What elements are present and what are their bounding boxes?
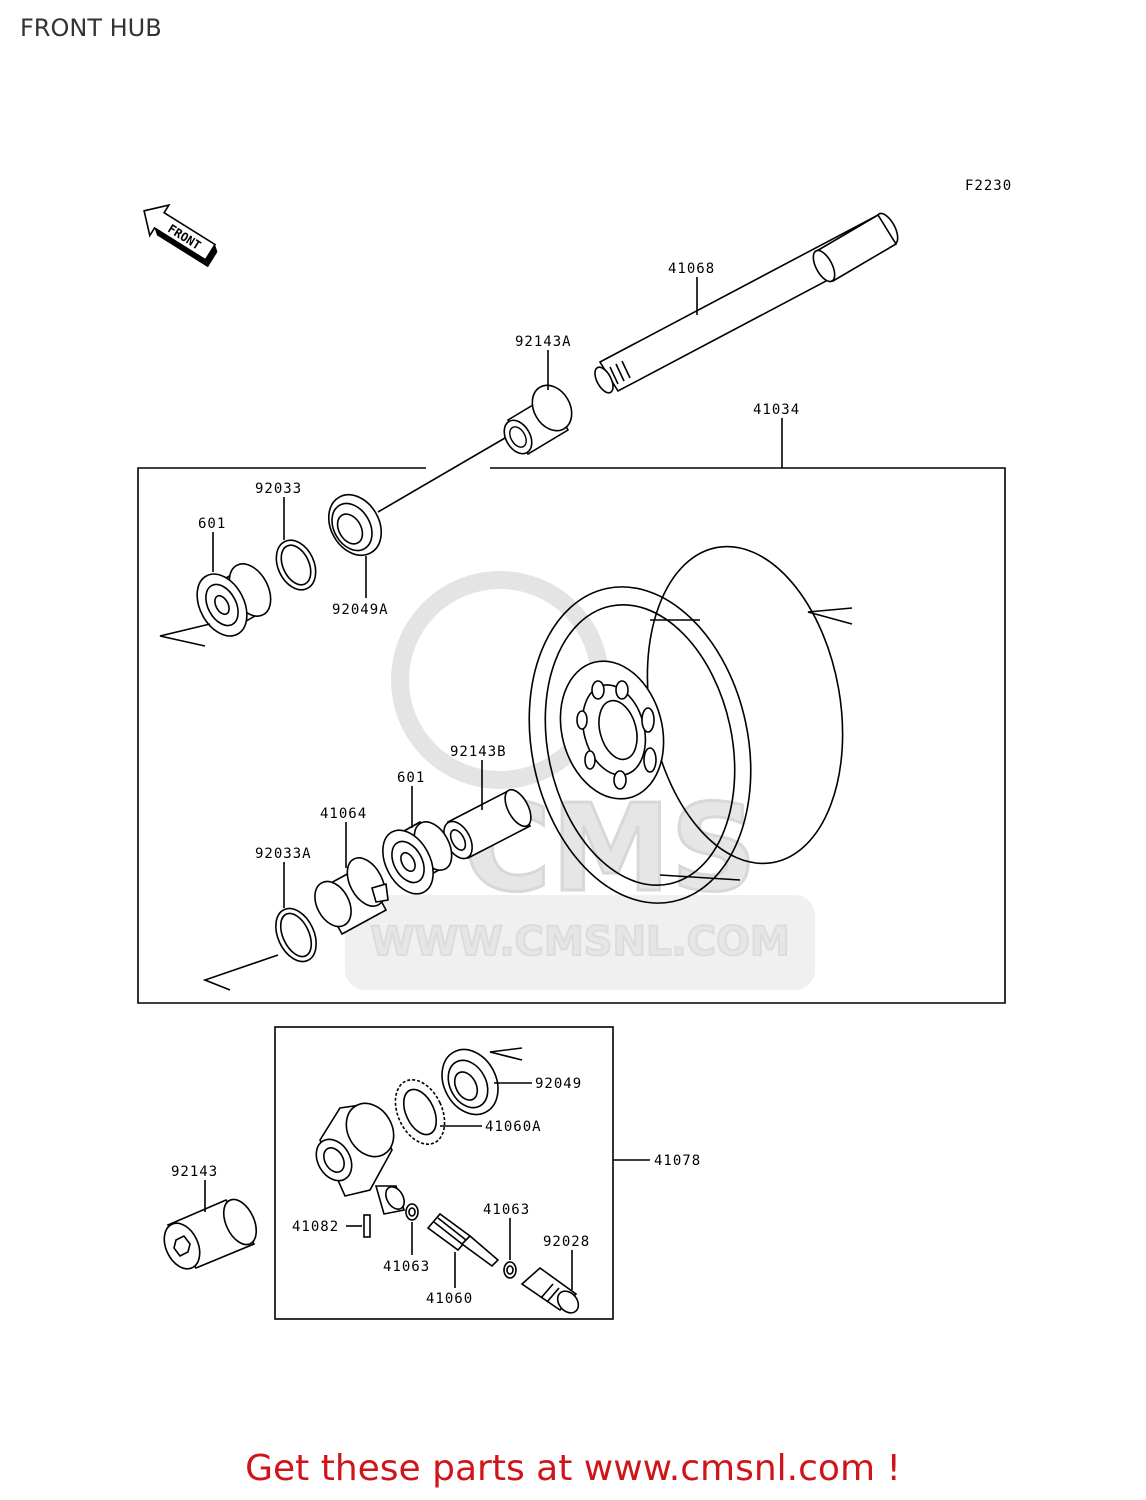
label-41034: 41034	[753, 402, 800, 418]
part-92049-oil-seal	[441, 1048, 499, 1116]
part-92143-collar	[163, 1198, 258, 1270]
part-601-bearing-bottom	[382, 820, 453, 895]
label-41082: 41082	[292, 1219, 339, 1235]
front-wheel-rim	[528, 545, 844, 904]
part-41063-washer-left	[405, 1203, 419, 1221]
part-92028-bushing	[520, 1266, 580, 1314]
part-41063-washer-right	[503, 1261, 517, 1279]
part-92049A-oil-seal	[327, 494, 383, 556]
label-92033: 92033	[255, 481, 302, 497]
part-sleeve	[374, 1185, 406, 1215]
label-92143A: 92143A	[515, 334, 572, 350]
label-41063-right: 41063	[483, 1202, 530, 1218]
diagram-code: F2230	[965, 178, 1012, 194]
label-41068: 41068	[668, 261, 715, 277]
label-92049: 92049	[535, 1076, 582, 1092]
exploded-parts-diagram: WWW.CMSNL.COM CMS F2230 FRONT 41068 9214…	[137, 178, 1012, 1320]
part-41060A-drive-gear	[394, 1079, 446, 1145]
label-92143B: 92143B	[450, 744, 507, 760]
assembly-box-41034	[137, 467, 1006, 1004]
label-41078: 41078	[654, 1153, 701, 1169]
axis-arrow-left-top	[159, 623, 211, 647]
label-41060: 41060	[426, 1291, 473, 1307]
axis-arrow-left-bottom	[202, 954, 279, 991]
axis-arrow-right	[807, 607, 853, 625]
assembly-box-41078	[274, 1026, 614, 1320]
footer-promo-text[interactable]: Get these parts at www.cmsnl.com !	[245, 1448, 901, 1489]
axis-line-top	[377, 437, 506, 513]
label-92033A: 92033A	[255, 846, 312, 862]
label-41060A: 41060A	[485, 1119, 542, 1135]
part-601-bearing-top	[196, 563, 272, 637]
label-92143: 92143	[171, 1164, 218, 1180]
part-92143A-collar	[503, 384, 573, 456]
page-title: FRONT HUB	[20, 14, 162, 42]
part-92033A-circlip	[275, 907, 317, 963]
part-gearbox-housing	[315, 1102, 395, 1197]
axis-arrow-small-box	[489, 1047, 523, 1061]
label-41063-left: 41063	[383, 1259, 430, 1275]
label-601-top: 601	[198, 516, 226, 532]
part-41060-pinion-shaft	[426, 1212, 500, 1268]
part-41064-speedometer-housing	[314, 857, 389, 936]
label-92028: 92028	[543, 1234, 590, 1250]
part-41068-axle	[594, 212, 899, 394]
label-601-bottom: 601	[397, 770, 425, 786]
label-92049A: 92049A	[332, 602, 389, 618]
watermark-url: WWW.CMSNL.COM	[370, 919, 790, 965]
part-41082-pin	[363, 1214, 371, 1238]
part-92033-circlip	[275, 539, 317, 591]
front-arrow-icon: FRONT	[143, 203, 218, 268]
label-41064: 41064	[320, 806, 367, 822]
